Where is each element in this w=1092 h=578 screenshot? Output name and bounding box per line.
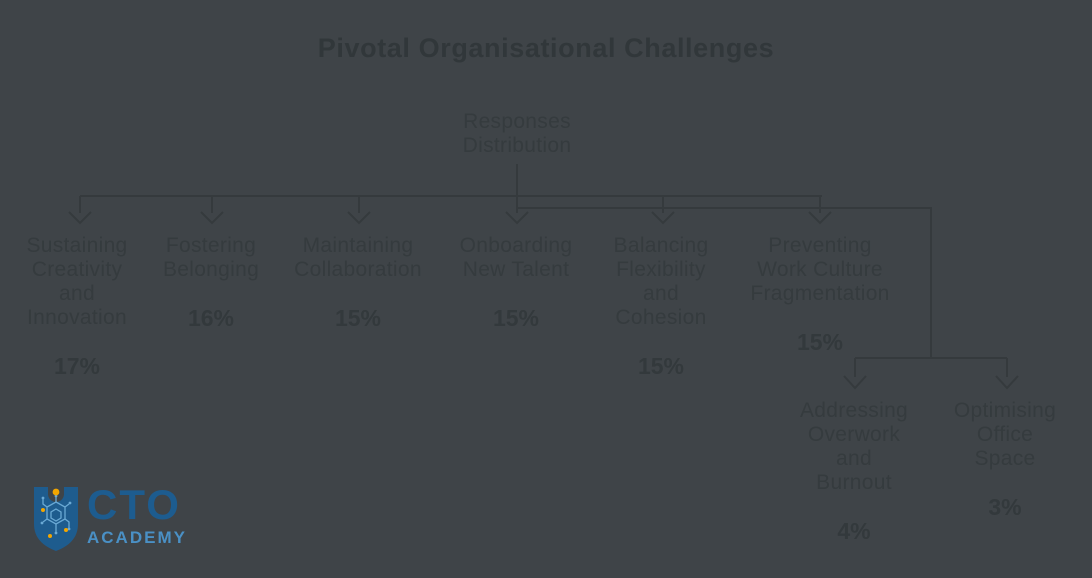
node-preventing-work-culture-fragmentation: Preventing Work Culture Fragmentation 15… — [730, 234, 910, 354]
node-optimising-office-space: Optimising Office Space 3% — [920, 399, 1090, 519]
node-label: Balancing Flexibility and Cohesion — [613, 234, 709, 329]
shield-circuit-icon — [34, 486, 78, 551]
cto-academy-logo: CTO ACADEMY — [33, 481, 187, 552]
node-onboarding-new-talent: Onboarding New Talent 15% — [431, 234, 601, 330]
logo-text: CTO ACADEMY — [87, 481, 187, 547]
node-percentage: 16% — [187, 305, 235, 331]
node-label: Sustaining Creativity and Innovation — [26, 234, 128, 329]
node-percentage: 15% — [796, 329, 844, 355]
node-sustaining-creativity-and-innovation: Sustaining Creativity and Innovation 17% — [7, 234, 147, 378]
arrowhead-down-icon — [995, 375, 1019, 390]
node-balancing-flexibility-and-cohesion: Balancing Flexibility and Cohesion 15% — [576, 234, 746, 378]
node-percentage: 15% — [637, 353, 685, 379]
root-node-responses-distribution: Responses Distribution — [432, 110, 602, 158]
arrowhead-down-icon — [68, 211, 92, 225]
node-label: Fostering Belonging — [162, 234, 260, 281]
root-node-label: Responses Distribution — [462, 110, 572, 157]
node-label: Preventing Work Culture Fragmentation — [750, 234, 890, 305]
node-label: Addressing Overwork and Burnout — [799, 399, 909, 494]
node-addressing-overwork-and-burnout: Addressing Overwork and Burnout 4% — [769, 399, 939, 543]
node-label: Onboarding New Talent — [459, 234, 573, 281]
logo-subtitle: ACADEMY — [87, 528, 187, 547]
node-maintaining-collaboration: Maintaining Collaboration 15% — [273, 234, 443, 330]
node-percentage: 15% — [492, 305, 540, 331]
node-percentage: 15% — [334, 305, 382, 331]
arrowhead-down-icon — [200, 211, 224, 225]
node-fostering-belonging: Fostering Belonging 16% — [126, 234, 296, 330]
page-title: Pivotal Organisational Challenges — [317, 33, 775, 63]
logo-title: CTO — [87, 481, 181, 528]
node-label: Maintaining Collaboration — [294, 234, 422, 281]
arrowhead-down-icon — [505, 211, 529, 225]
node-label: Optimising Office Space — [953, 399, 1057, 470]
arrowhead-down-icon — [843, 375, 867, 390]
node-percentage: 4% — [837, 518, 871, 544]
node-percentage: 3% — [988, 494, 1022, 520]
arrowhead-down-icon — [651, 211, 675, 225]
node-percentage: 17% — [53, 353, 101, 379]
arrowhead-down-icon — [808, 211, 832, 225]
arrowhead-down-icon — [347, 211, 371, 225]
